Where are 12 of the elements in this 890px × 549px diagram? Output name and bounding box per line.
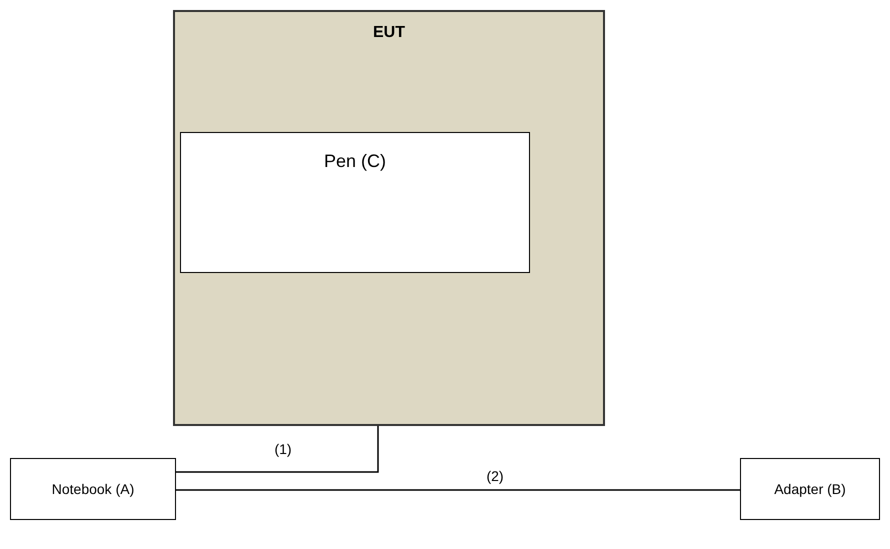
connection-line (176, 426, 379, 473)
component-box (180, 132, 530, 273)
node-label: Adapter (B) (774, 481, 846, 497)
connection-line (176, 489, 740, 491)
component-box (10, 458, 176, 520)
node-label: Pen (C) (324, 151, 386, 172)
edge-label: (2) (486, 468, 504, 484)
component-box (740, 458, 880, 520)
node-label: EUT (373, 24, 405, 42)
node-label: Notebook (A) (52, 481, 134, 497)
edge-label: (1) (274, 441, 292, 457)
device-box (173, 10, 605, 426)
